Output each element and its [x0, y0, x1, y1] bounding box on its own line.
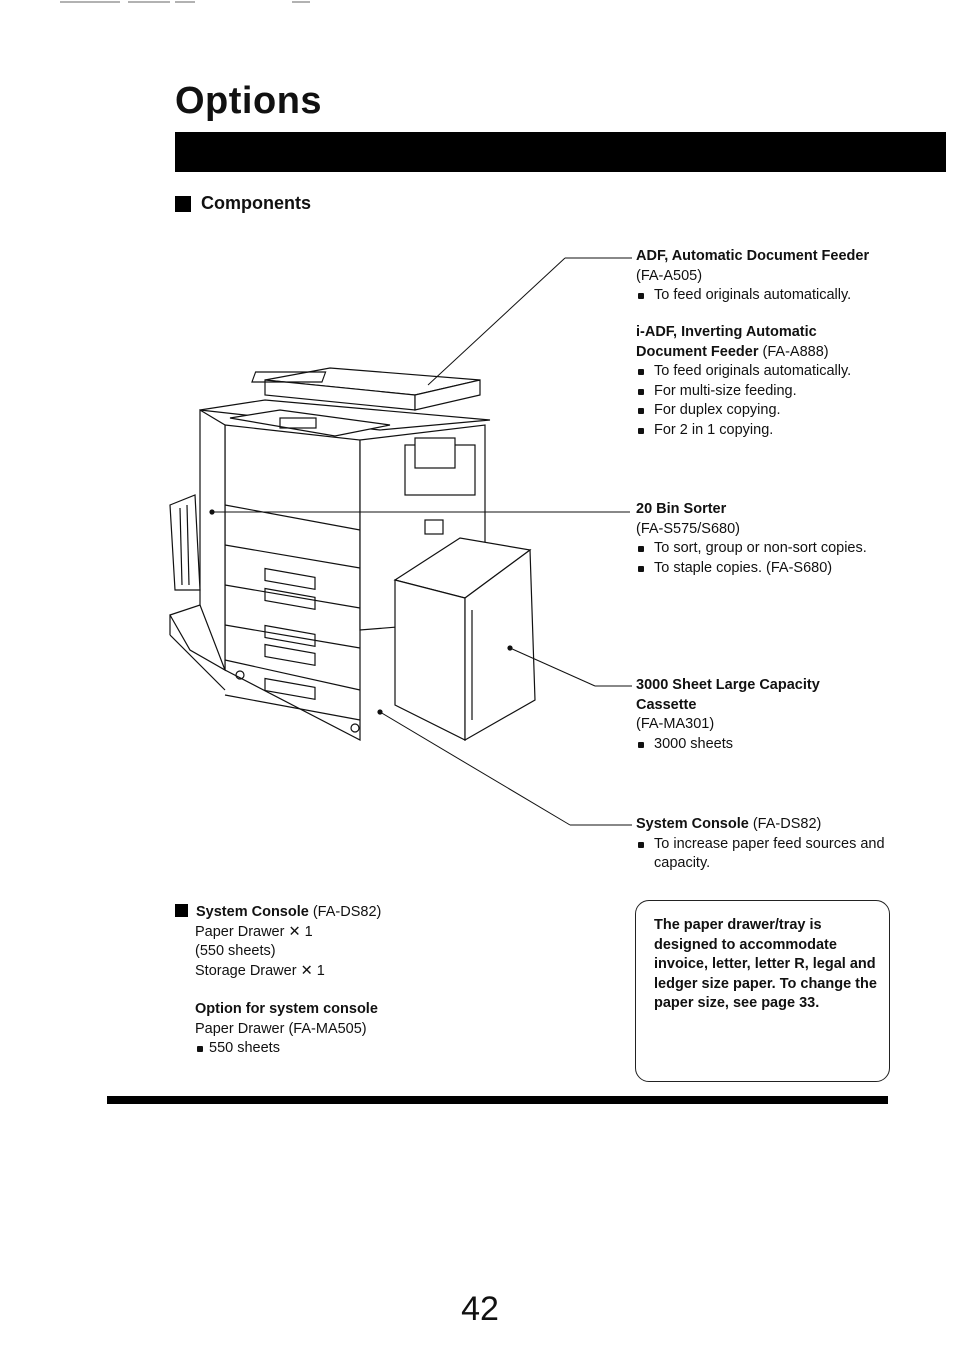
scan-marks [60, 1, 310, 3]
callout-console: System Console (FA-DS82) To increase pap… [636, 815, 891, 874]
section-marker [175, 904, 188, 917]
title-bar [175, 132, 946, 172]
option-bullet: 550 sheets [195, 1039, 381, 1059]
section-heading: Components [175, 193, 311, 214]
sorter-bullet: To sort, group or non-sort copies. [636, 539, 876, 559]
callout-iadf: i-ADF, Inverting Automatic Document Feed… [636, 323, 891, 440]
note-text: The paper drawer/tray is designed to acc… [654, 917, 877, 1011]
console-details-model: (FA-DS82) [308, 904, 382, 920]
sorter-model: (FA-S575/S680) [636, 520, 740, 537]
bottom-rule [107, 1096, 888, 1104]
iadf-bullet: To feed originals automatically. [636, 362, 891, 382]
iadf-model: (FA-A888) [758, 343, 829, 360]
sorter-bullet: To staple copies. (FA-S680) [636, 559, 876, 579]
console-model: (FA-DS82) [748, 816, 822, 832]
iadf-bullet: For duplex copying. [636, 401, 891, 421]
callout-sorter: 20 Bin Sorter (FA-S575/S680) To sort, gr… [636, 500, 876, 578]
lcc-model: (FA-MA301) [636, 716, 715, 732]
option-item: Paper Drawer (FA-MA505) [195, 1020, 367, 1037]
iadf-name: i-ADF, Inverting Automatic Document Feed… [636, 324, 817, 360]
callout-lcc: 3000 Sheet Large Capacity Cassette (FA-M… [636, 676, 866, 754]
iadf-bullet: For multi-size feeding. [636, 382, 891, 402]
option-heading: Option for system console [195, 1001, 378, 1017]
paper-size-note: The paper drawer/tray is designed to acc… [635, 900, 890, 1082]
console-name: System Console [636, 816, 749, 832]
lcc-name: 3000 Sheet Large Capacity Cassette [636, 677, 820, 713]
adf-bullet: To feed originals automatically. [636, 286, 891, 306]
section-marker [175, 195, 191, 212]
callout-adf: ADF, Automatic Document Feeder (FA-A505)… [636, 247, 891, 306]
adf-name: ADF, Automatic Document Feeder [636, 248, 870, 264]
system-console-details: System Console (FA-DS82) Paper Drawer ✕ … [175, 903, 381, 1059]
console-bullet: To increase paper feed sources and capac… [636, 835, 891, 874]
page-number: 42 [461, 1290, 499, 1328]
paper-drawer-capacity: (550 sheets) [195, 943, 276, 959]
iadf-bullet: For 2 in 1 copying. [636, 421, 891, 441]
section-title: Components [201, 193, 311, 213]
paper-drawer-line: Paper Drawer ✕ 1 [195, 923, 313, 940]
page-title: Options [175, 80, 323, 122]
adf-model: (FA-A505) [636, 267, 703, 284]
lcc-bullet: 3000 sheets [636, 735, 866, 755]
storage-drawer-line: Storage Drawer ✕ 1 [195, 962, 325, 979]
sorter-name: 20 Bin Sorter [636, 501, 727, 517]
copier-illustration [169, 257, 632, 826]
console-details-name: System Console [196, 904, 309, 920]
